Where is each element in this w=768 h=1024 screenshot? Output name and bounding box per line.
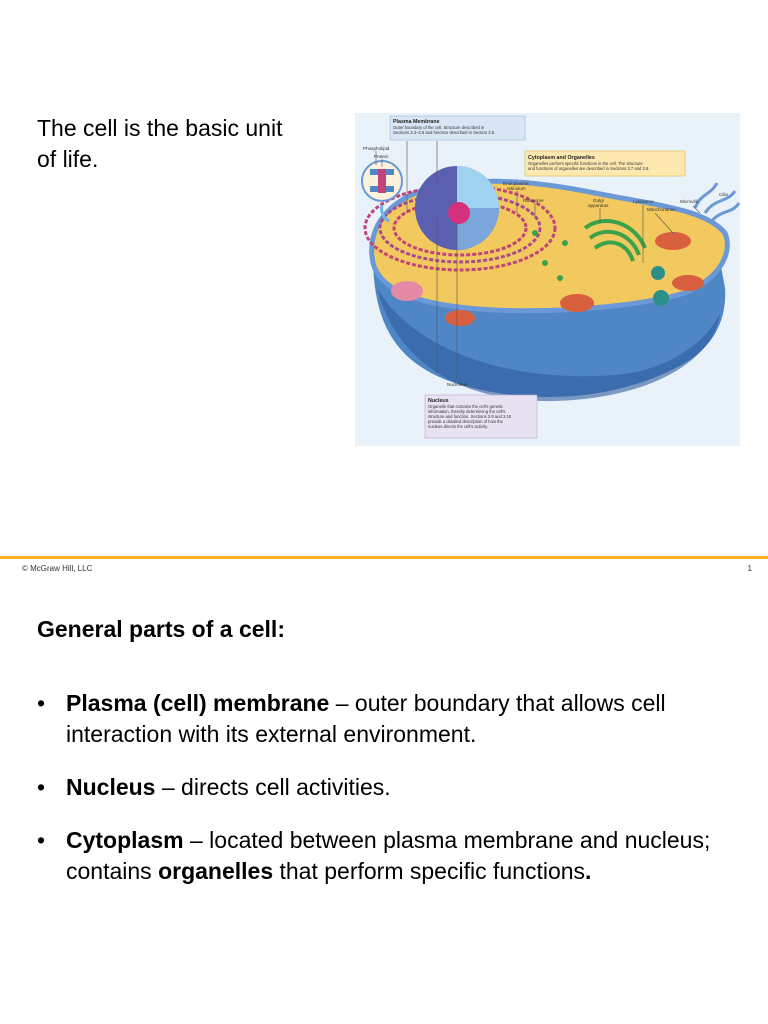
callout-nucleus-line5: nucleus directs the cell's activity. (428, 424, 488, 429)
callout-nucleus-line2: information, thereby determining the cel… (428, 409, 505, 414)
nucleolus (448, 202, 470, 224)
list-item-nucleus: • Nucleus – directs cell activities. (37, 772, 717, 803)
label-protein: Protein (374, 154, 389, 159)
page-number: 1 (747, 564, 752, 573)
copyright-text: © McGraw Hill, LLC (22, 564, 93, 573)
golgi-apparatus (583, 218, 647, 262)
section-heading: General parts of a cell: (37, 616, 285, 642)
callout-nucleus-title: Nucleus (428, 398, 449, 404)
desc-plasma-membrane: – outer boundary that allows cell intera… (66, 690, 666, 747)
label-lysosome: Lysosome (633, 199, 654, 204)
label-microvilli: Microvilli (680, 199, 698, 204)
cell-diagram-figure: Plasma Membrane Outer boundary of the ce… (355, 113, 741, 446)
slide-divider (0, 556, 768, 559)
desc-cytoplasm-b: that perform specific functions (273, 858, 586, 884)
slide-2 (0, 576, 768, 1024)
bullet-icon: • (37, 774, 46, 800)
mitochondrion (655, 232, 691, 250)
label-ribosome: Ribosome (523, 198, 544, 203)
list-item-plasma-membrane: • Plasma (cell) membrane – outer boundary… (37, 688, 717, 750)
callout-cytoplasm-line1: Organelles perform specific functions in… (528, 161, 643, 166)
callout-nucleus-line4: provide a detailed description of how th… (428, 419, 504, 424)
cell-parts-list: • Plasma (cell) membrane – outer boundary… (37, 688, 717, 909)
desc-nucleus: – directs cell activities. (155, 774, 391, 800)
cell-diagram: Plasma Membrane Outer boundary of the ce… (361, 115, 741, 439)
callout-plasma-membrane-line1: Outer boundary of the cell. Structure de… (393, 125, 485, 130)
intro-text: The cell is the basic unit of life. (37, 115, 283, 172)
label-er-line1: Endoplasmic (503, 181, 530, 186)
label-er-line2: reticulum (507, 186, 526, 191)
callout-nucleus-line3: structure and function. Sections 3.9 and… (428, 414, 512, 419)
slide-footer: © McGraw Hill, LLC 1 (0, 563, 768, 576)
desc-cytoplasm-a: – located between plasma membrane and nu… (66, 827, 711, 884)
term-organelles: organelles (158, 858, 274, 884)
callout-cytoplasm-line2: and functions of organelles are describe… (528, 166, 650, 171)
desc-cytoplasm-end: . (585, 858, 592, 884)
callout-plasma-membrane-title: Plasma Membrane (393, 119, 440, 125)
label-golgi-line1: Golgi (593, 198, 604, 203)
term-nucleus: Nucleus (66, 774, 156, 800)
label-golgi-line2: apparatus (588, 203, 609, 208)
term-cytoplasm: Cytoplasm (66, 827, 184, 853)
bullet-icon: • (37, 827, 46, 853)
callout-nucleus-line1: Organelle that contains the cell's genet… (428, 404, 503, 409)
term-plasma-membrane: Plasma (cell) membrane (66, 690, 330, 716)
label-nucleolus: Nucleolus (447, 382, 468, 387)
label-cilia: Cilia (719, 192, 728, 197)
list-item-cytoplasm: • Cytoplasm – located between plasma memb… (37, 825, 717, 887)
callout-cytoplasm-title: Cytoplasm and Organelles (528, 155, 595, 161)
slide-1: The cell is the basic unit of life. (37, 113, 741, 446)
callout-plasma-membrane-line2: Sections 3.3–3.5 and function described … (393, 130, 495, 135)
label-phospholipid: Phospholipid (363, 146, 390, 151)
bullet-icon: • (37, 690, 46, 716)
label-mitochondrion: Mitochondrion (647, 207, 676, 212)
